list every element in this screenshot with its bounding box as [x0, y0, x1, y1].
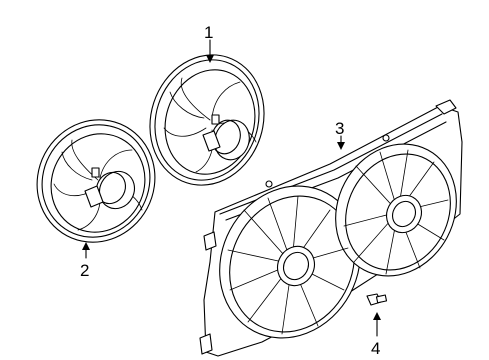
fan-blade-lower [36, 119, 156, 243]
callout-3: 3 [335, 119, 344, 138]
bolt [366, 293, 388, 306]
leader-lines [82, 39, 381, 337]
callout-4: 4 [371, 339, 380, 358]
callout-2: 2 [80, 261, 89, 280]
fan-shroud-assembly [199, 99, 463, 357]
fan-blade-upper [149, 54, 265, 186]
callout-1: 1 [204, 23, 213, 42]
